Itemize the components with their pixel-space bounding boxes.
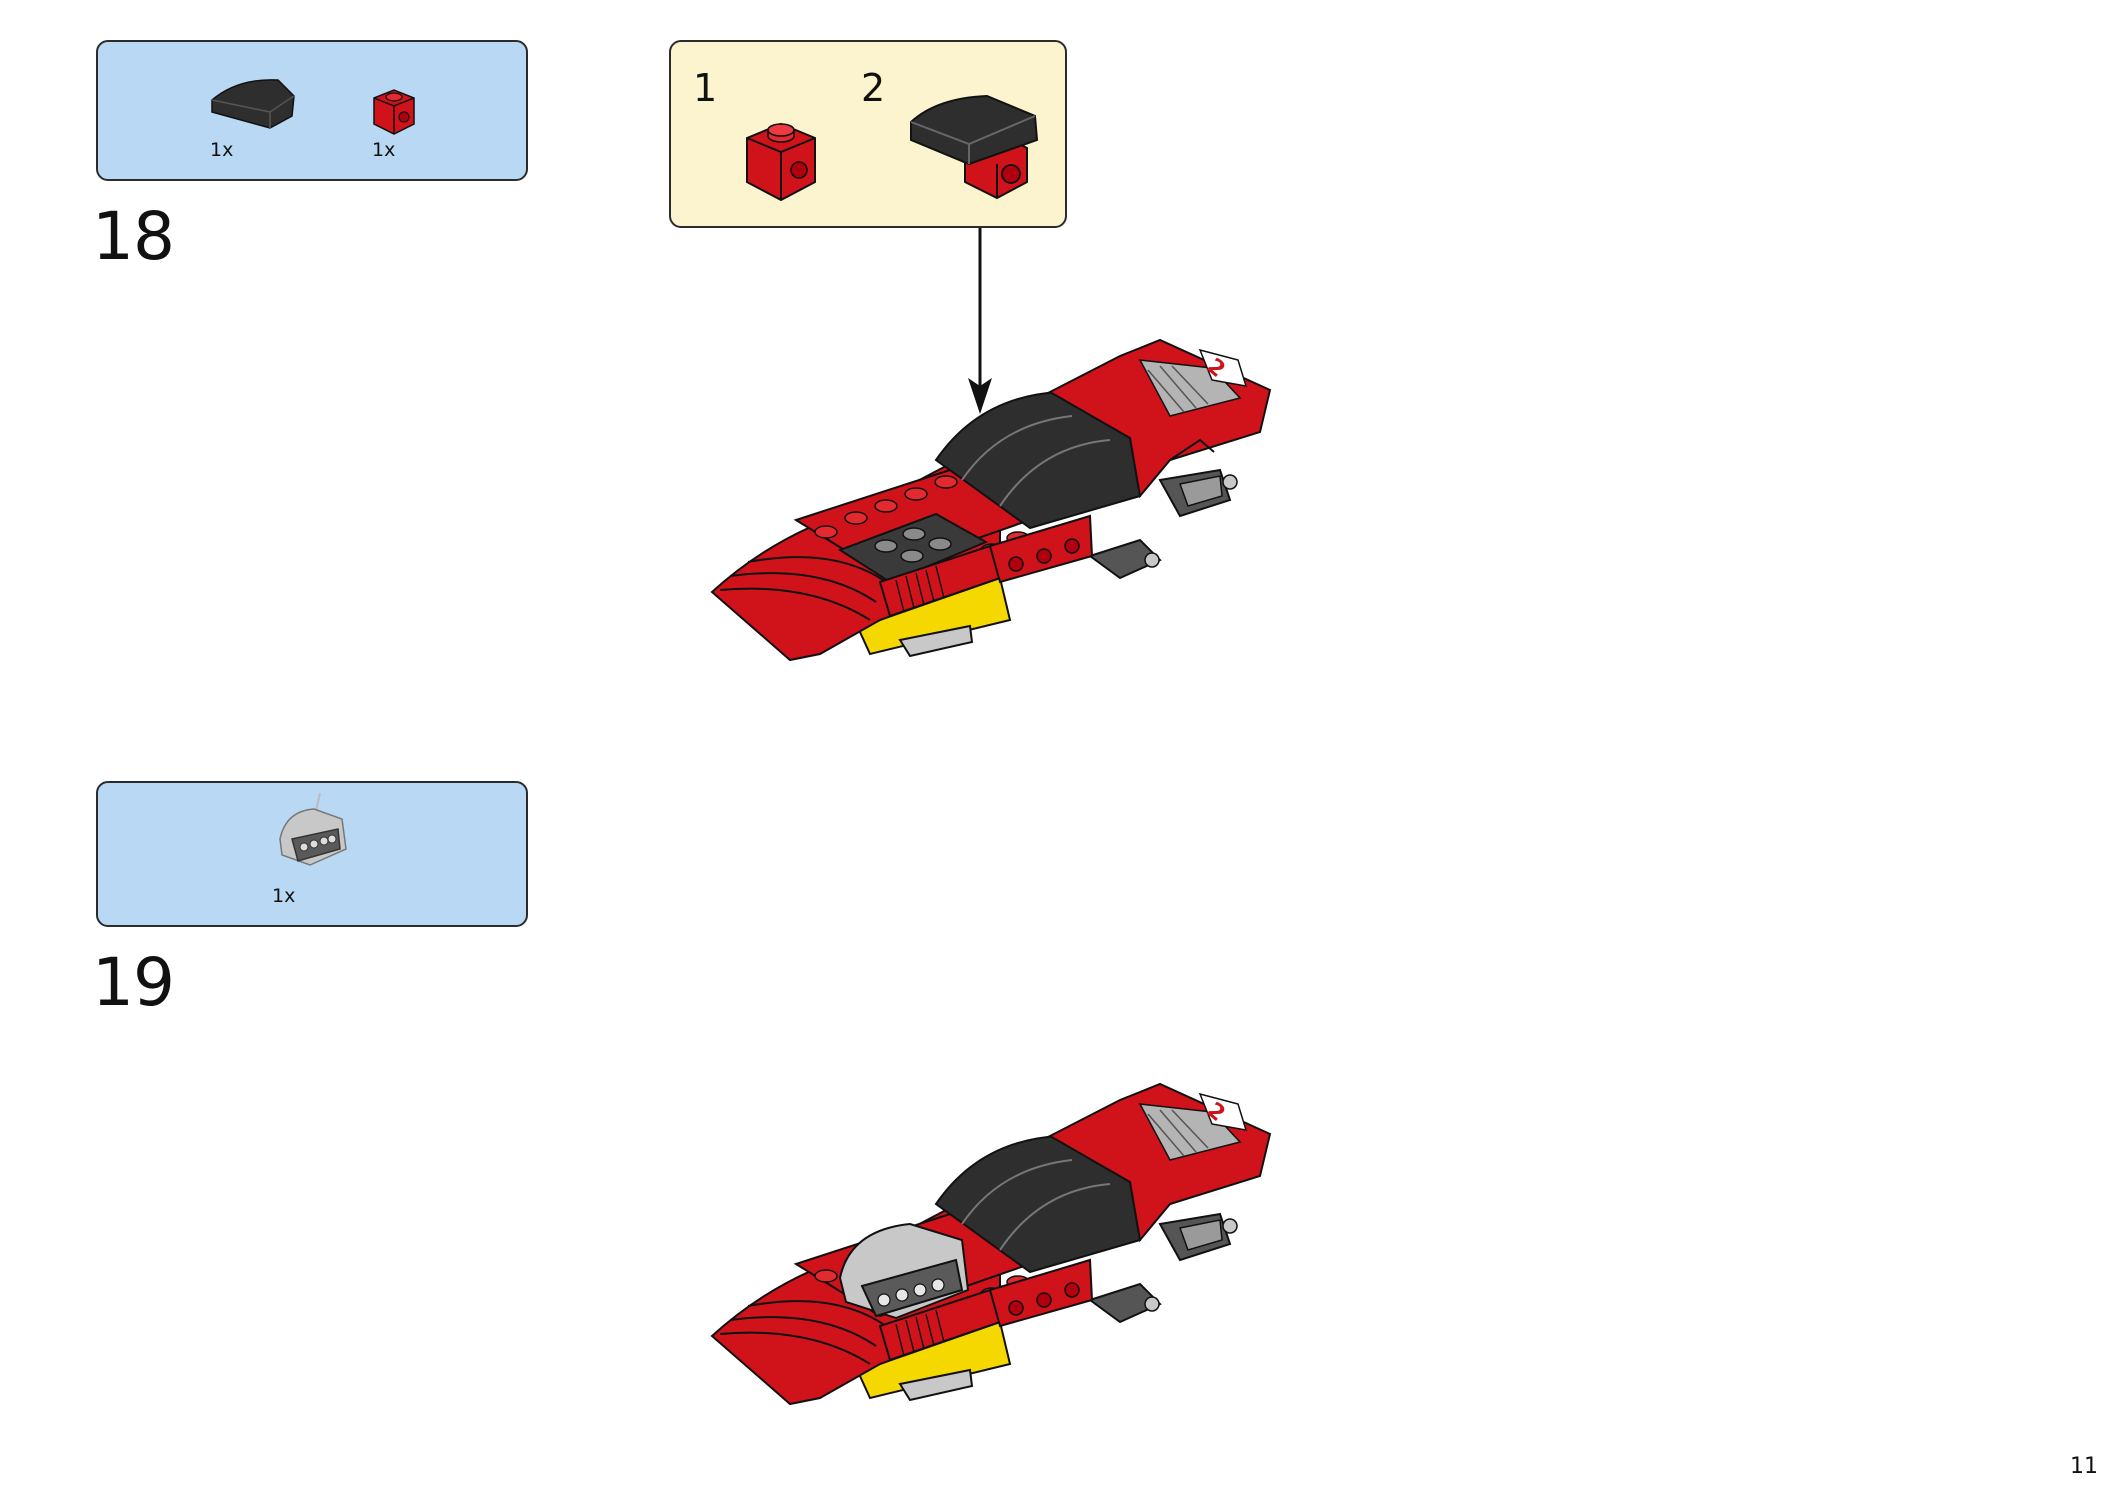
black-curved-slope-brick-icon: [211, 79, 295, 129]
step-number-19: 19: [92, 944, 175, 1021]
placement-arrow: [968, 228, 992, 414]
car-model-step-18: 2: [710, 338, 1272, 662]
parts-list-step-18: 1x 1x: [96, 40, 528, 181]
subassembly-callout: 1 2: [669, 40, 1067, 228]
part-quantity: 1x: [372, 139, 396, 161]
parts-list-step-19: 1x: [96, 781, 528, 927]
step-number-18: 18: [92, 198, 175, 275]
substep-number-1: 1: [693, 66, 718, 110]
part-quantity: 1x: [210, 139, 234, 161]
red-1x1-brick-with-stud-icon: [746, 122, 816, 202]
substep-number-2: 2: [861, 66, 886, 110]
page-number: 11: [2070, 1454, 2098, 1479]
silver-air-intake-scoop-icon: [279, 792, 347, 866]
black-curved-slope-on-red-brick-icon: [910, 94, 1039, 200]
red-1x1-brick-with-stud-icon: [373, 89, 415, 135]
car-model-step-19: 2: [710, 1082, 1272, 1406]
part-quantity: 1x: [272, 885, 296, 907]
